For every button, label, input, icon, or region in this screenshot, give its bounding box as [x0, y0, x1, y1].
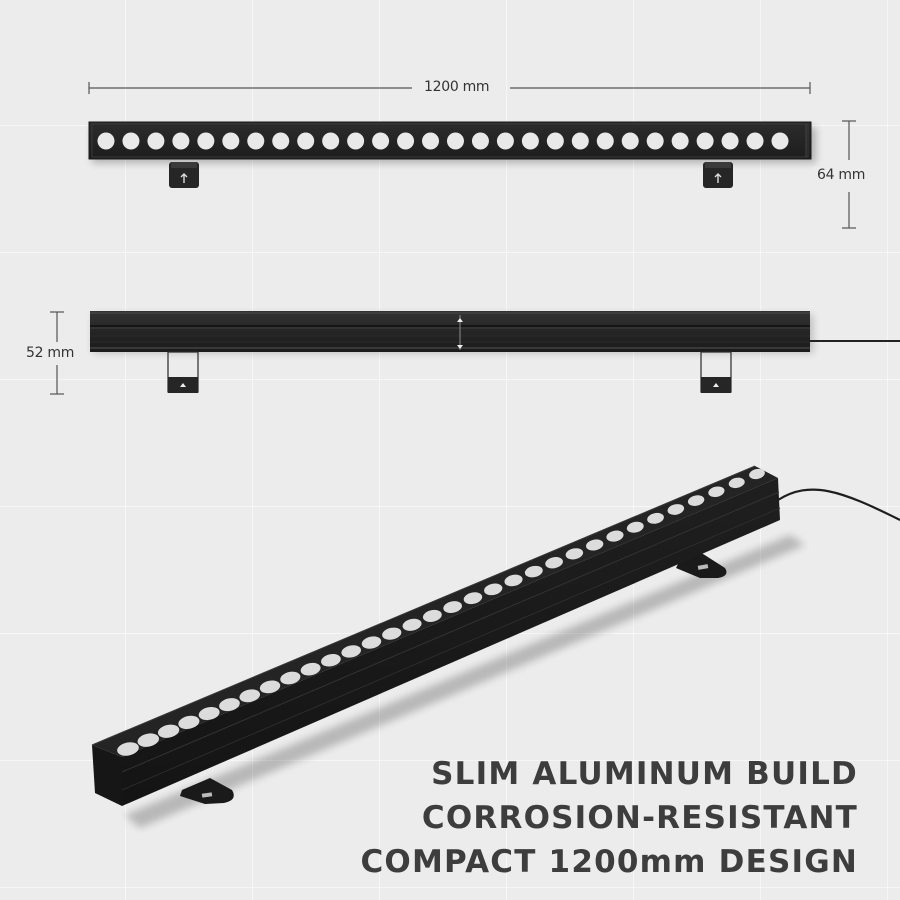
led-lens — [122, 132, 140, 150]
led-lens — [667, 504, 685, 515]
led-lens — [382, 627, 402, 640]
led-lens — [322, 132, 340, 150]
led-lens — [157, 724, 180, 738]
led-lens — [198, 706, 220, 721]
led-lens — [117, 742, 139, 756]
feature-list: SLIM ALUMINUM BUILD CORROSION-RESISTANT … — [360, 752, 858, 884]
led-lens — [147, 132, 165, 150]
led-lens — [97, 132, 115, 150]
led-lens — [219, 698, 240, 712]
led-lens — [524, 565, 543, 578]
side-view-bar — [90, 311, 900, 353]
led-lens — [771, 132, 789, 150]
mounting-bracket-right — [703, 162, 733, 188]
led-lens — [749, 468, 765, 480]
led-lens — [172, 132, 190, 150]
perspective-bar — [91, 465, 900, 828]
led-lens — [708, 486, 725, 498]
front-view-bar — [88, 121, 816, 163]
led-lens — [300, 662, 321, 676]
arrow-up-icon — [714, 173, 722, 183]
arrow-up-icon — [713, 383, 719, 387]
led-lens — [596, 132, 614, 150]
led-lens — [341, 645, 361, 658]
led-lens — [746, 132, 764, 150]
side-bracket-left — [167, 351, 199, 393]
led-lens — [361, 636, 382, 649]
led-lens — [402, 618, 422, 631]
led-lens — [259, 680, 281, 694]
led-lens — [728, 477, 745, 489]
arrow-up-icon — [180, 383, 186, 387]
led-lens — [504, 574, 523, 587]
led-lens — [297, 132, 315, 150]
height-label-side: 52 mm — [22, 345, 79, 361]
led-lens — [372, 132, 390, 150]
side-bracket-right — [700, 351, 732, 393]
led-lens — [571, 132, 589, 150]
feature-slim-aluminum: SLIM ALUMINUM BUILD — [431, 756, 858, 792]
led-lens — [626, 521, 644, 533]
led-lens — [546, 132, 564, 150]
led-lens — [321, 654, 341, 667]
length-label: 1200 mm — [420, 79, 494, 95]
led-row — [97, 132, 789, 150]
led-lens — [463, 592, 483, 605]
led-lens — [197, 132, 215, 150]
height-dimension-line-52 — [50, 311, 64, 395]
led-lens — [280, 671, 301, 685]
led-lens — [397, 132, 415, 150]
led-lens — [696, 132, 714, 150]
led-lens — [621, 132, 639, 150]
led-lens — [137, 733, 160, 747]
led-lens — [239, 689, 261, 703]
length-dimension-line — [88, 82, 811, 94]
led-lens — [443, 601, 462, 613]
arrow-up-icon — [180, 173, 188, 183]
feature-compact-design: COMPACT 1200mm DESIGN — [360, 844, 858, 880]
height-label-front: 64 mm — [813, 167, 870, 183]
led-lens — [647, 512, 664, 524]
led-lens — [521, 132, 539, 150]
led-lens — [565, 548, 584, 560]
led-lens — [422, 132, 440, 150]
led-row — [117, 468, 765, 756]
led-lens — [471, 132, 489, 150]
led-lens — [687, 495, 705, 506]
led-lens — [347, 132, 365, 150]
mounting-bracket-left — [169, 162, 199, 188]
led-lens — [545, 557, 563, 569]
feature-corrosion-resistant: CORROSION-RESISTANT — [421, 800, 858, 836]
led-lens — [422, 609, 442, 622]
led-lens — [586, 539, 604, 551]
led-lens — [721, 132, 739, 150]
power-cable — [777, 488, 900, 521]
led-lens — [446, 132, 464, 150]
led-lens — [606, 530, 624, 542]
led-lens — [496, 132, 514, 150]
led-lens — [222, 132, 240, 150]
perspective-bracket-left — [180, 778, 234, 804]
height-dimension-line-64 — [842, 120, 856, 229]
led-lens — [646, 132, 664, 150]
led-lens — [178, 715, 200, 729]
led-lens — [671, 132, 689, 150]
led-lens — [484, 583, 503, 596]
led-lens — [272, 132, 290, 150]
led-lens — [247, 132, 265, 150]
